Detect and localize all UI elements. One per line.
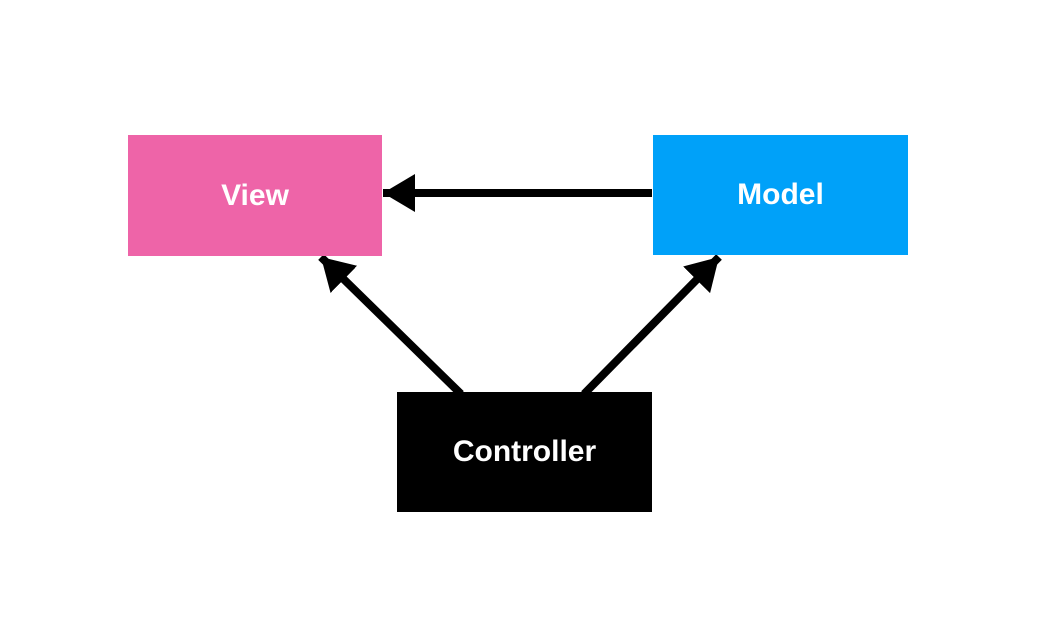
node-controller: Controller (397, 392, 652, 512)
edge-controller-to-model (581, 254, 722, 397)
node-view: View (128, 135, 382, 256)
node-model-label: Model (737, 178, 824, 211)
edge-controller-to-view (318, 254, 464, 397)
node-model: Model (653, 135, 908, 255)
node-view-label: View (221, 178, 289, 212)
node-controller-label: Controller (452, 435, 597, 468)
